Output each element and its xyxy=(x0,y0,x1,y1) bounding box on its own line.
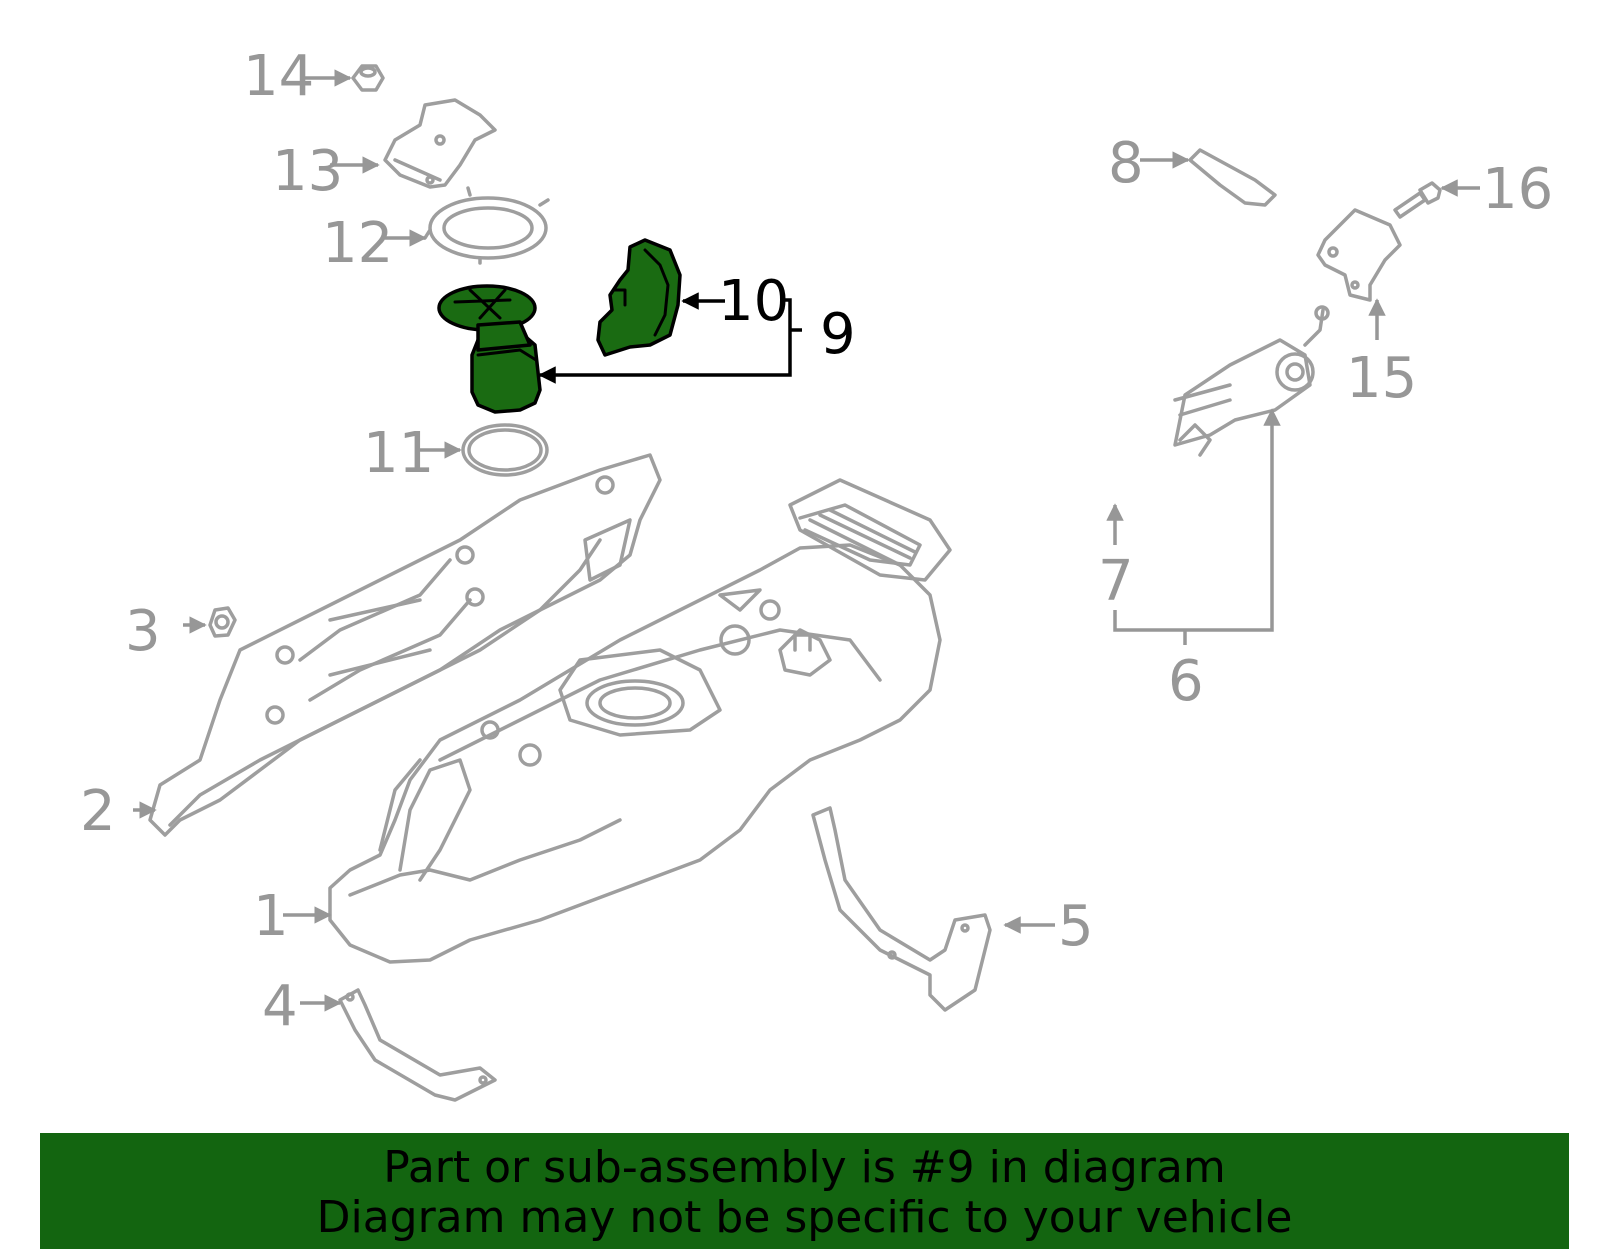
callout-6: 6 xyxy=(1168,649,1204,714)
callout-3: 3 xyxy=(125,599,161,664)
callout-15: 15 xyxy=(1346,346,1417,411)
callout-11: 11 xyxy=(363,421,434,486)
callout-1: 1 xyxy=(253,884,289,949)
nut-part xyxy=(351,64,385,92)
callout-4: 4 xyxy=(262,974,298,1039)
fuel-tank-part xyxy=(328,478,952,964)
seal-strip-part xyxy=(1188,148,1277,207)
clip-part xyxy=(208,606,237,638)
pump-bracket-part xyxy=(596,238,682,357)
callout-labels: 1 2 3 4 5 6 7 8 9 10 11 12 13 14 15 16 xyxy=(80,44,1553,1039)
callout-2: 2 xyxy=(80,779,116,844)
strap-right-part xyxy=(811,806,992,1012)
o-ring-part xyxy=(461,423,549,477)
callout-14: 14 xyxy=(243,44,314,109)
callout-8: 8 xyxy=(1108,131,1144,196)
filler-pipe-part xyxy=(1007,305,1330,548)
footer-banner: Part or sub-assembly is #9 in diagram Di… xyxy=(40,1133,1569,1249)
callout-9: 9 xyxy=(820,302,856,367)
heat-shield-part xyxy=(148,453,662,837)
footer-line-2: Diagram may not be specific to your vehi… xyxy=(316,1192,1293,1243)
callout-10: 10 xyxy=(718,269,789,334)
strap-left-part xyxy=(338,988,497,1102)
callout-16: 16 xyxy=(1482,157,1553,222)
callout-13: 13 xyxy=(272,139,343,204)
leader-lines xyxy=(133,69,1480,1012)
lock-ring-part xyxy=(423,186,550,265)
cover-part xyxy=(383,98,497,189)
fuel-pump-module-part xyxy=(437,284,542,414)
callout-7: 7 xyxy=(1098,549,1134,614)
callout-12: 12 xyxy=(322,211,393,276)
callout-5: 5 xyxy=(1058,894,1094,959)
footer-line-1: Part or sub-assembly is #9 in diagram xyxy=(383,1142,1226,1193)
bracket-part xyxy=(1316,208,1402,302)
bolt-part xyxy=(1393,181,1442,219)
